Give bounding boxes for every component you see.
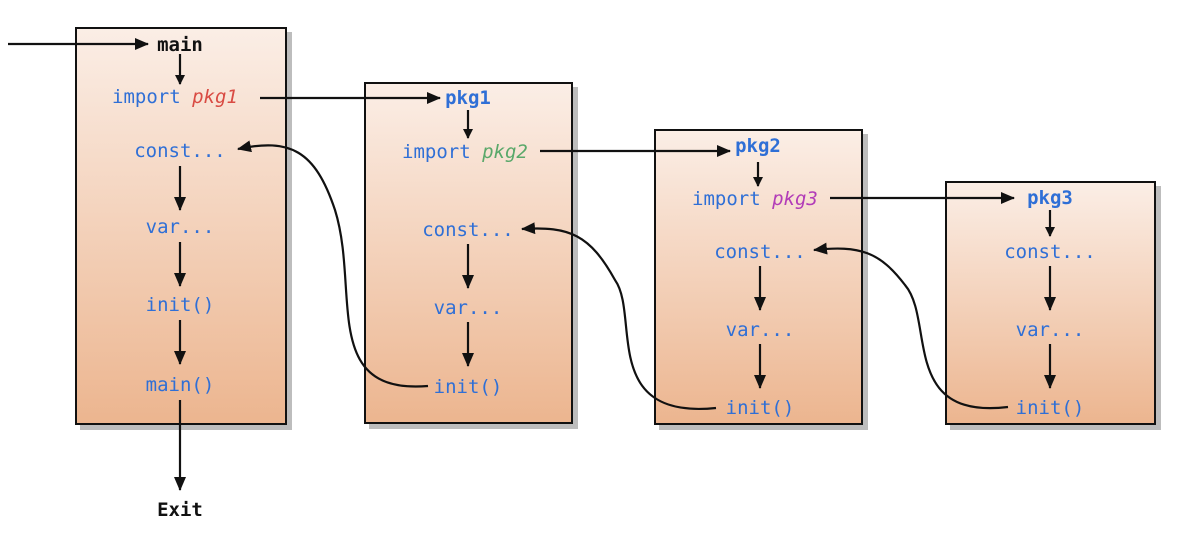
return-pkg1-init-to-main-const (237, 140, 429, 388)
pkg1-box-title: pkg1 (445, 87, 491, 109)
pkg1-const: const... (422, 219, 514, 241)
pkg1-import-pkg2: pkg2 (481, 141, 528, 163)
pkg2-init: init() (726, 397, 795, 419)
pkg1-init: init() (434, 376, 503, 398)
pkg1-import-keyword: import (402, 141, 471, 163)
return-pkg3-init-to-pkg2-const (813, 242, 1009, 410)
pkg3-box-title: pkg3 (1027, 187, 1073, 209)
exit-label: Exit (157, 499, 203, 521)
pkg1-import-line: import pkg2 (402, 141, 528, 163)
main-import-keyword: import (112, 86, 181, 108)
pkg2-const: const... (714, 241, 806, 263)
pkg2-import-line: import pkg3 (692, 188, 818, 210)
pkg3-const: const... (1004, 241, 1096, 263)
pkg3-var: var... (1016, 319, 1085, 341)
pkg2-var: var... (726, 319, 795, 341)
pkg3-init: init() (1016, 397, 1085, 419)
main-const: const... (134, 140, 226, 162)
main-box-title: main (157, 34, 203, 56)
pkg2-import-pkg3: pkg3 (771, 188, 818, 210)
return-pkg2-init-to-pkg1-const (521, 222, 717, 411)
main-var: var... (146, 216, 215, 238)
main-import-pkg1: pkg1 (191, 86, 238, 108)
main-main-call: main() (146, 374, 215, 396)
pkg2-box-title: pkg2 (735, 135, 781, 157)
pkg2-import-keyword: import (692, 188, 761, 210)
main-init: init() (146, 294, 215, 316)
pkg1-var: var... (434, 297, 503, 319)
main-import-line: import pkg1 (112, 86, 238, 108)
